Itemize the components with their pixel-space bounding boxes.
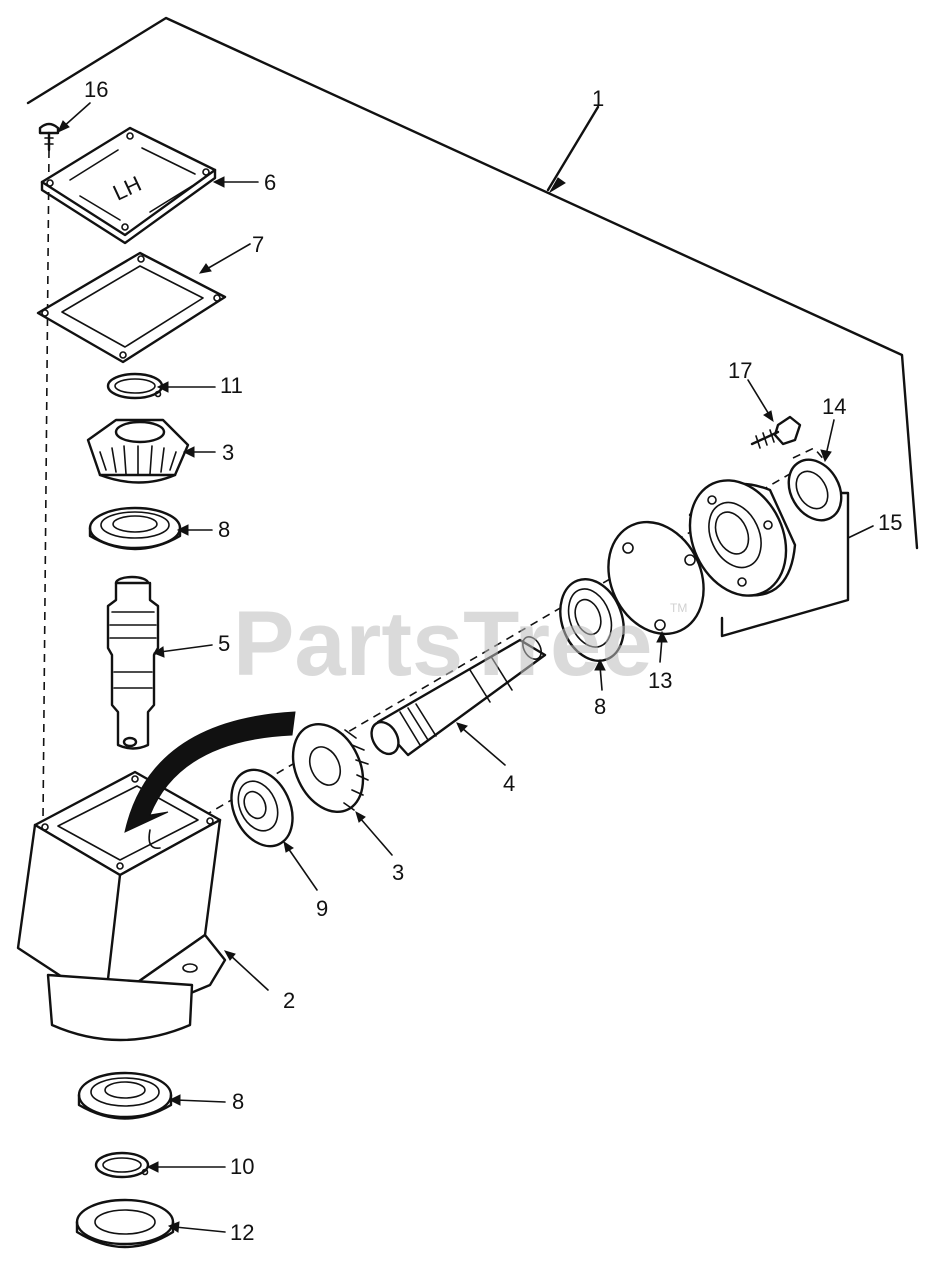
callout-14: 16 [84,77,108,102]
gear-housing-part [16,770,227,1042]
input-shaft-part [370,636,547,757]
cover-gasket-part [36,251,227,364]
bearing-retainer-part [688,479,797,597]
callout-9: 9 [316,896,328,921]
bearing-inner-part [230,768,294,848]
retaining-ring-upper-part [106,372,164,400]
callout-4: 4 [503,771,515,796]
callout-15: 15 [878,510,902,535]
assembly-lines [42,149,827,831]
bearing-shaft-part [559,578,625,662]
callout-10: 10 [230,1154,254,1179]
callout-3-upper: 3 [222,440,234,465]
retainer-bolt-part [750,415,802,449]
callout-6: 6 [264,170,276,195]
watermark-logo: PartsTree [233,593,652,695]
bevel-gear-upper-part [86,418,190,484]
callout-1: 1 [592,86,604,111]
flange-gasket-part [607,520,705,636]
callout-8-upper: 8 [218,517,230,542]
output-shaft-part [106,575,160,750]
callout-17: 17 [728,358,752,383]
callout-2: 2 [283,988,295,1013]
bevel-gear-lower-part [291,722,369,814]
oil-seal-retainer-part [787,458,843,522]
watermark-trademark: TM [670,601,687,615]
assembly-bracket [26,16,919,550]
callout-7: 7 [252,232,264,257]
callout-16: 14 [822,394,846,419]
callout-labels: 16 6 7 11 3 8 5 2 8 10 12 9 3 4 8 13 15 … [84,77,902,1245]
callout-8-shaft: 8 [594,694,606,719]
watermark: PartsTree TM [233,593,687,695]
callout-11: 11 [220,373,243,398]
kit-bracket [720,491,874,638]
bearing-upper-part [88,506,182,551]
cover-screw-part [38,122,60,152]
cover-plate-part: LH [40,126,217,245]
callout-8-lower: 8 [232,1089,244,1114]
callout-13: 13 [648,668,672,693]
callout-5: 5 [218,631,230,656]
insertion-arrow [124,711,296,833]
bearing-lower-part [77,1071,173,1120]
retaining-ring-lower-part [94,1151,150,1179]
oil-seal-lower-part [75,1198,175,1249]
leader-lines [56,102,835,1233]
callout-3-lower: 3 [392,860,404,885]
callout-12: 12 [230,1220,254,1245]
